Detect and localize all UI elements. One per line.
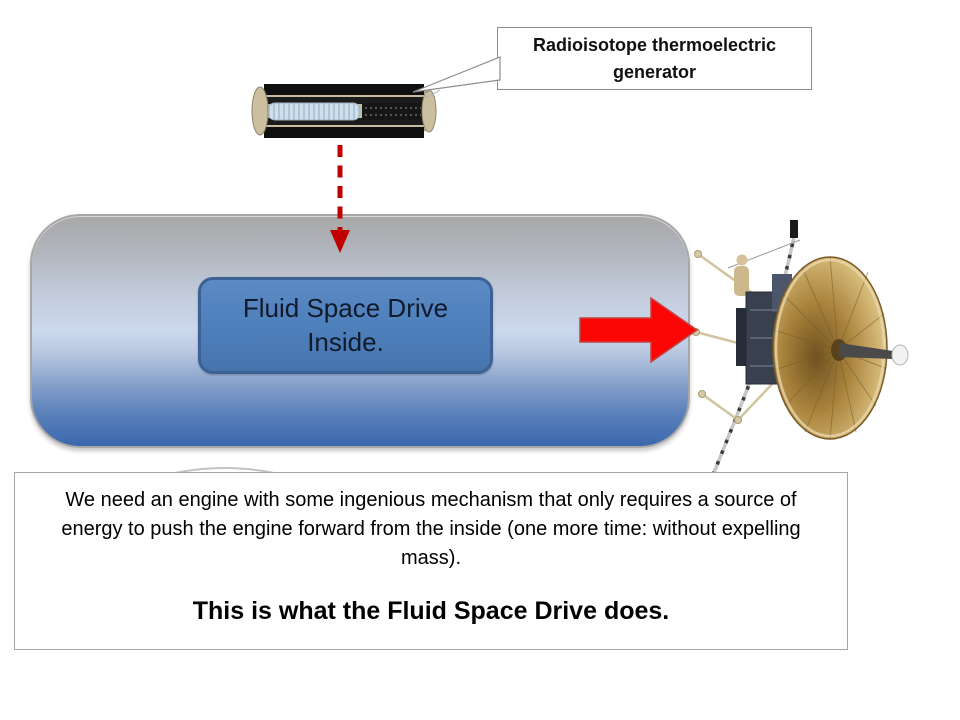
explanation-paragraph: We need an engine with some ingenious me… xyxy=(61,489,801,569)
rtg-callout-box: Radioisotope thermoelectric generator xyxy=(497,27,812,90)
dish-antenna xyxy=(772,256,888,440)
fluid-space-drive-box: Fluid Space Drive Inside. xyxy=(198,277,493,374)
fluid-space-drive-label: Fluid Space Drive Inside. xyxy=(242,292,449,357)
explanation-emphasis: This is what the Fluid Space Drive does. xyxy=(192,597,670,625)
explanation-box: We need an engine with some ingenious me… xyxy=(14,472,848,650)
thrust-arrow xyxy=(579,296,699,364)
feed-horn xyxy=(839,343,909,366)
pioneer-spacecraft-image xyxy=(692,220,909,476)
rtg-image xyxy=(251,83,440,138)
astronaut-figure xyxy=(734,254,749,296)
rtg-callout-label: Radioisotope thermoelectric generator xyxy=(532,34,777,82)
energy-flow-arrow xyxy=(330,145,350,253)
callout-tail xyxy=(412,56,501,93)
